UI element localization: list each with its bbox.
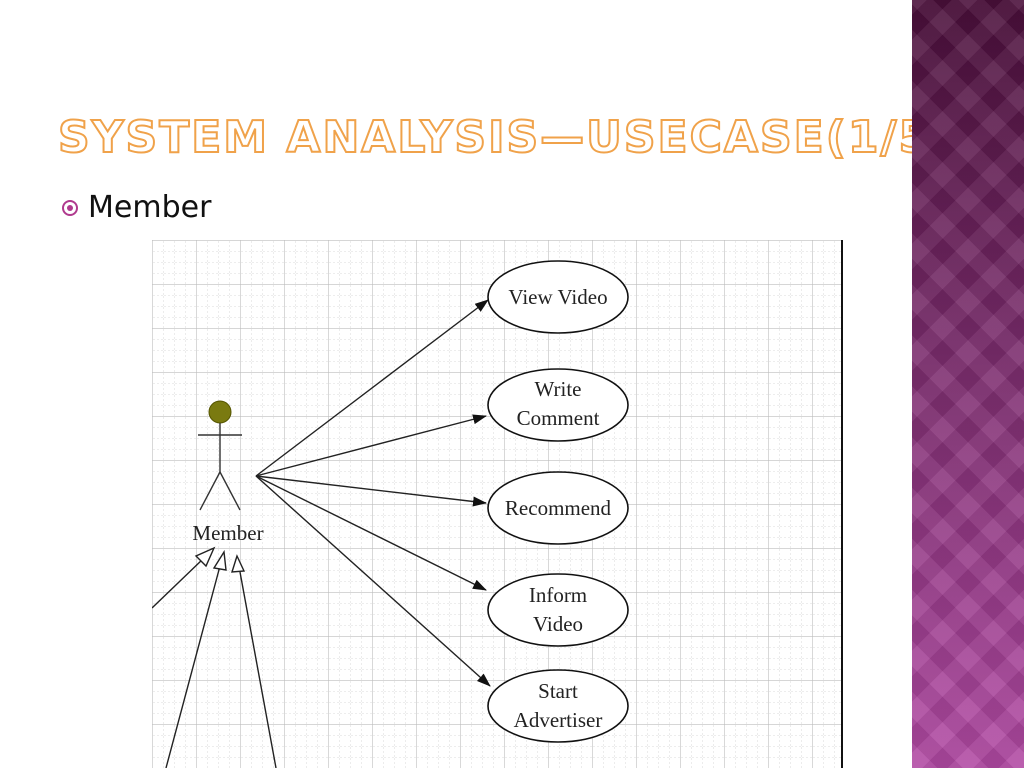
use-case-inform-video: Inform Video [487,573,629,647]
use-case-label-line-2: Video [533,612,583,636]
use-case-diagram: Member View Video Write Comment Recommen… [152,240,844,768]
generalization-line-2 [165,565,221,768]
use-case-recommend: Recommend [487,471,629,545]
use-case-ellipse [487,260,629,334]
use-case-label: Recommend [505,496,612,520]
generalization-arrows [152,546,277,768]
bullet-icon [62,199,78,216]
use-case-label-line-2: Advertiser [514,708,603,732]
use-case-label: View Video [508,285,607,309]
generalization-head-1 [194,546,216,568]
bullet-item: Member [62,190,211,225]
use-case-view-video: View Video [487,260,629,334]
use-case-ellipse [487,669,629,743]
arrow-write-comment [255,414,487,477]
arrow-start-advertiser [255,475,491,687]
association-arrows [255,299,491,687]
actor-head [208,400,232,424]
bullet-text: Member [88,190,212,225]
generalization-line-3 [239,571,277,768]
arrow-recommend [255,475,487,507]
actor-right-leg [219,471,241,511]
use-case-label-line-1: Start [538,679,578,703]
actor-label: Member [192,521,263,545]
use-case-label-line-1: Write [535,377,582,401]
generalization-line-1 [152,557,205,609]
decorative-side-band [912,0,1024,768]
arrow-view-video [255,299,489,477]
use-case-ellipse [487,368,629,442]
slide-title: System Analysis—Usecase(1/5) [57,111,954,164]
use-case-label-line-2: Comment [517,406,600,430]
use-case-ellipse [487,573,629,647]
arrow-inform-video [255,475,487,591]
use-case-start-advertiser: Start Advertiser [487,669,629,743]
generalization-head-2 [212,549,227,571]
generalization-head-3 [231,554,246,573]
use-case-ellipse [487,471,629,545]
use-case-diagram-canvas: Member View Video Write Comment Recommen… [152,240,843,768]
actor-member: Member [192,400,264,545]
use-case-write-comment: Write Comment [487,368,629,442]
actor-left-leg [199,471,221,511]
use-case-label-line-1: Inform [529,583,587,607]
